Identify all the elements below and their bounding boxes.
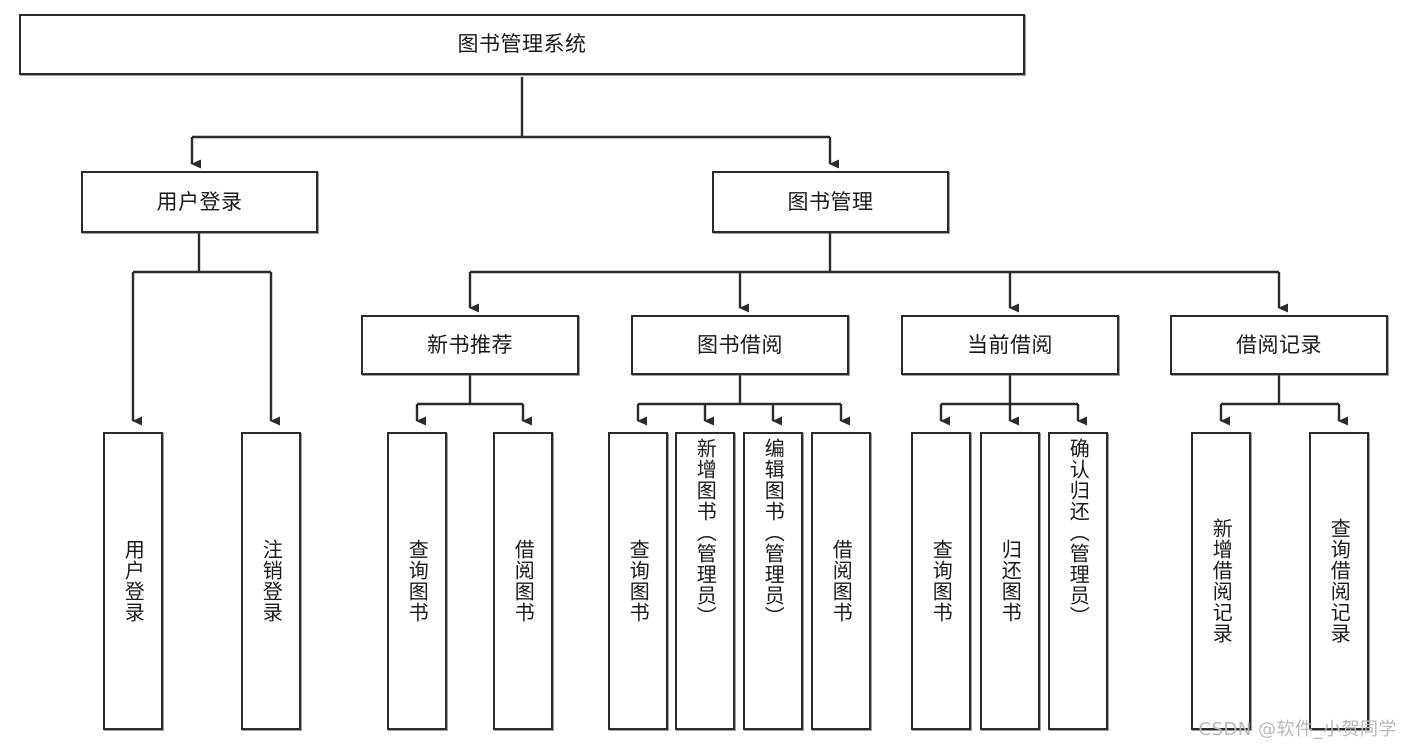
- node-leaf-add-record[interactable]: 新增借阅记录: [1191, 432, 1251, 730]
- node-leaf-add-book-label: 新增图书（管理员）: [693, 438, 718, 627]
- node-book-borrow-label: 图书借阅: [697, 332, 783, 357]
- node-book-borrow[interactable]: 图书借阅: [631, 315, 849, 375]
- node-borrow-record-label: 借阅记录: [1236, 332, 1322, 357]
- node-user-login-label: 用户登录: [156, 189, 243, 214]
- node-leaf-return-book-label: 归还图书: [998, 539, 1023, 623]
- node-leaf-borrow-book-1[interactable]: 借阅图书: [493, 432, 553, 730]
- node-leaf-borrow-book-2-label: 借阅图书: [829, 539, 854, 623]
- node-leaf-return-book[interactable]: 归还图书: [980, 432, 1040, 730]
- node-leaf-user-logout-label: 注销登录: [259, 539, 284, 623]
- node-leaf-query-book-3-label: 查询图书: [929, 539, 954, 623]
- node-new-book-recommend[interactable]: 新书推荐: [361, 315, 579, 375]
- node-leaf-query-book-1-label: 查询图书: [405, 539, 430, 623]
- node-leaf-user-login[interactable]: 用户登录: [103, 432, 163, 730]
- watermark-text: CSDN @软件_小贺同学: [1198, 719, 1397, 740]
- node-leaf-borrow-book-1-label: 借阅图书: [511, 539, 536, 623]
- node-leaf-query-record-label: 查询借阅记录: [1327, 518, 1352, 644]
- node-leaf-query-book-2-label: 查询图书: [626, 539, 651, 623]
- node-leaf-user-logout[interactable]: 注销登录: [241, 432, 301, 730]
- node-new-book-recommend-label: 新书推荐: [427, 332, 513, 357]
- node-leaf-query-book-2[interactable]: 查询图书: [608, 432, 668, 730]
- node-leaf-query-book-1[interactable]: 查询图书: [387, 432, 447, 730]
- node-current-borrow-label: 当前借阅: [967, 332, 1053, 357]
- node-user-login[interactable]: 用户登录: [81, 171, 318, 233]
- node-leaf-add-book[interactable]: 新增图书（管理员）: [675, 432, 735, 730]
- node-root[interactable]: 图书管理系统: [19, 14, 1025, 75]
- node-root-label: 图书管理系统: [457, 32, 587, 57]
- node-leaf-user-login-label: 用户登录: [121, 539, 146, 623]
- node-leaf-confirm-return-label: 确认归还（管理员）: [1066, 438, 1091, 627]
- node-leaf-edit-book[interactable]: 编辑图书（管理员）: [743, 432, 803, 730]
- node-leaf-borrow-book-2[interactable]: 借阅图书: [811, 432, 871, 730]
- node-leaf-confirm-return[interactable]: 确认归还（管理员）: [1048, 432, 1108, 730]
- node-book-manage[interactable]: 图书管理: [712, 171, 949, 233]
- node-book-manage-label: 图书管理: [787, 189, 874, 214]
- node-leaf-add-record-label: 新增借阅记录: [1209, 518, 1234, 644]
- node-borrow-record[interactable]: 借阅记录: [1170, 315, 1388, 375]
- node-leaf-query-book-3[interactable]: 查询图书: [911, 432, 971, 730]
- node-leaf-edit-book-label: 编辑图书（管理员）: [761, 438, 786, 627]
- node-current-borrow[interactable]: 当前借阅: [901, 315, 1119, 375]
- node-leaf-query-record[interactable]: 查询借阅记录: [1309, 432, 1369, 730]
